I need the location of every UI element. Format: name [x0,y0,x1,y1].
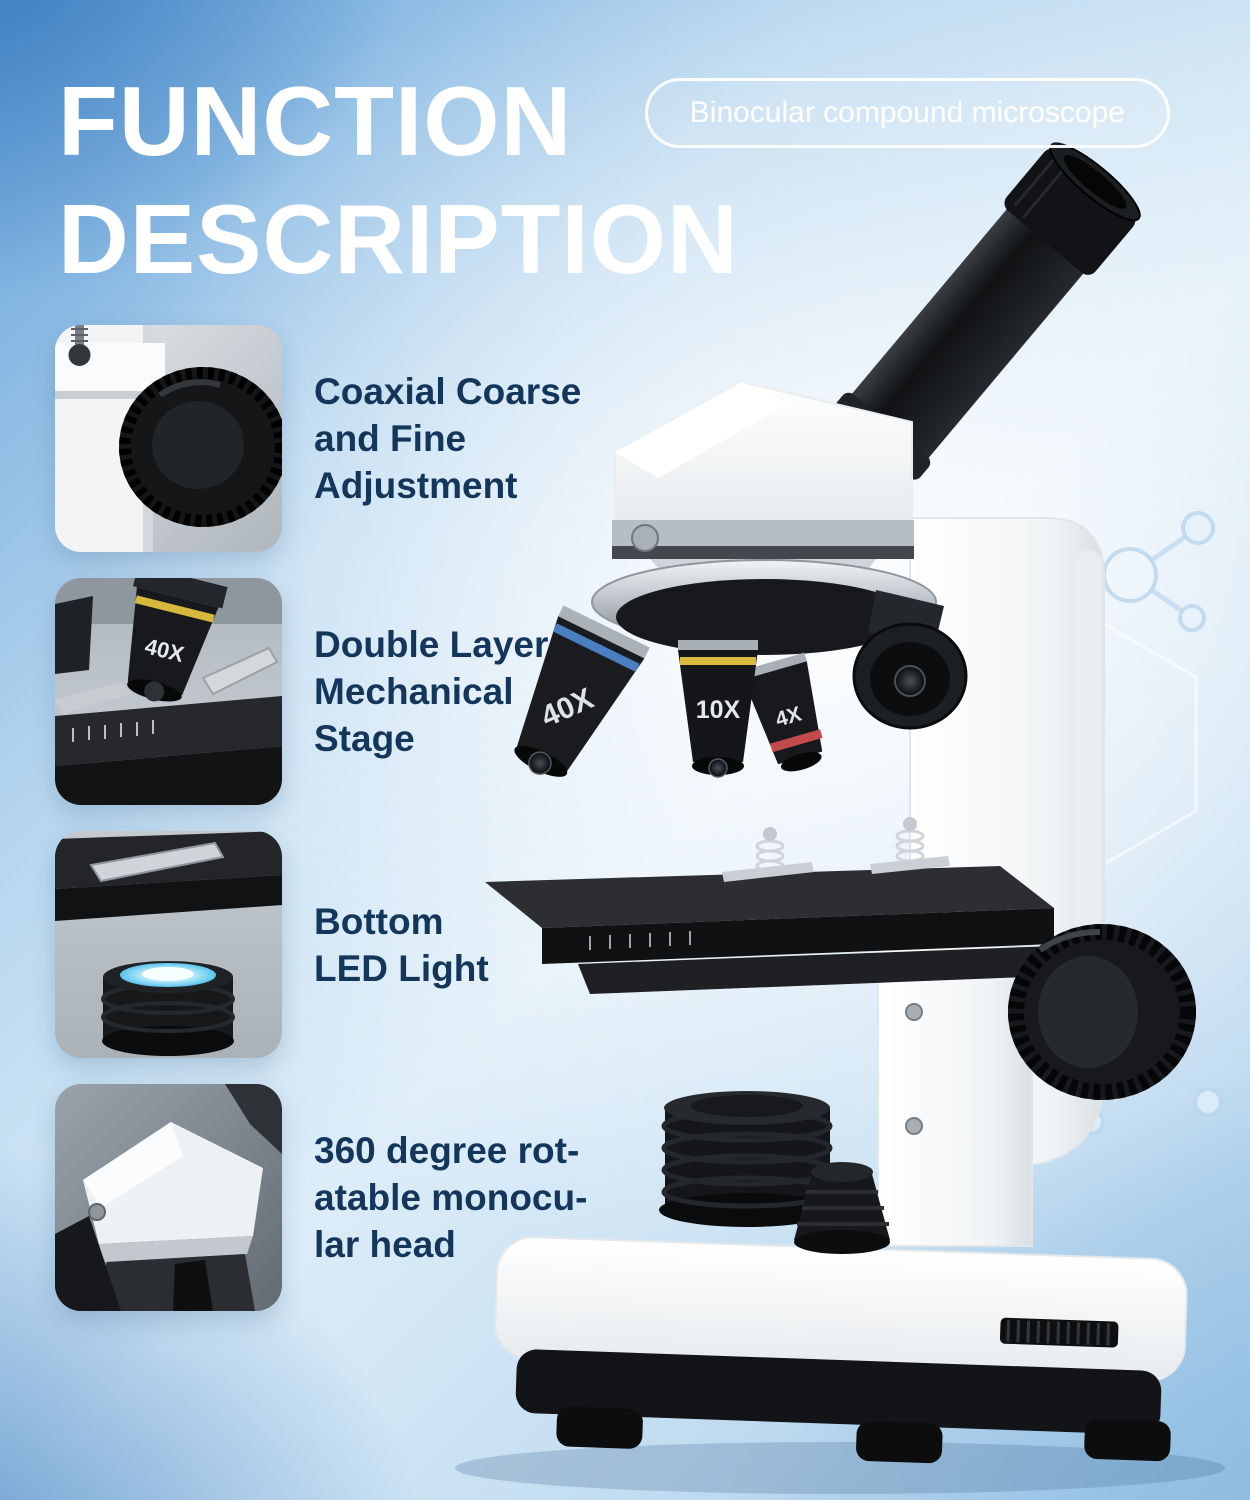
monocular-head-photo [55,1084,282,1311]
product-type-badge: Binocular compound microscope [644,78,1170,148]
microscope-base [494,1236,1188,1464]
base-shadow [455,1442,1225,1494]
objective-stage-photo: 40X [55,578,282,805]
feature-bottom-led: Bottom LED Light [55,831,587,1058]
feature-caption: Coaxial Coarse and Fine Adjustment [314,371,582,506]
objective-40x: 40X [514,605,650,777]
head-lock-screw [631,524,659,552]
substage-column [877,945,1033,1247]
feature-rotatable-head: 360 degree rot- atable monocu- lar head [55,1084,587,1311]
title-line-2: DESCRIPTION [58,184,739,294]
nosepiece [591,559,937,655]
microscope-illustration: 4X 40X 10X [440,120,1250,1500]
collector-knob [794,1162,890,1254]
title-line-1: FUNCTION [58,66,573,176]
feature-caption: Double Layer Mechanical Stage [314,624,549,759]
objective-facing-viewer [852,590,968,730]
illuminator [659,1091,835,1227]
monocular-head [612,380,914,559]
focus-knob-photo [55,325,282,552]
page-title: FUNCTION DESCRIPTION [58,62,739,298]
mechanical-stage [485,817,1054,994]
molecule-decoration [1102,511,1215,632]
led-light-photo [55,831,282,1058]
objective-4x: 4X [740,652,823,772]
svg-text:10X: 10X [696,696,741,724]
feature-caption: 360 degree rot- atable monocu- lar head [314,1130,588,1265]
feature-caption: Bottom LED Light [314,900,489,989]
objective-10x: 10X [678,640,758,778]
feature-list: Coaxial Coarse and Fine Adjustment 40X [55,325,587,1337]
feature-coaxial-adjustment: Coaxial Coarse and Fine Adjustment [55,325,587,552]
feature-mechanical-stage: 40X Double Layer Mechanical Stage [55,578,587,805]
focus-knob [1008,924,1196,1100]
